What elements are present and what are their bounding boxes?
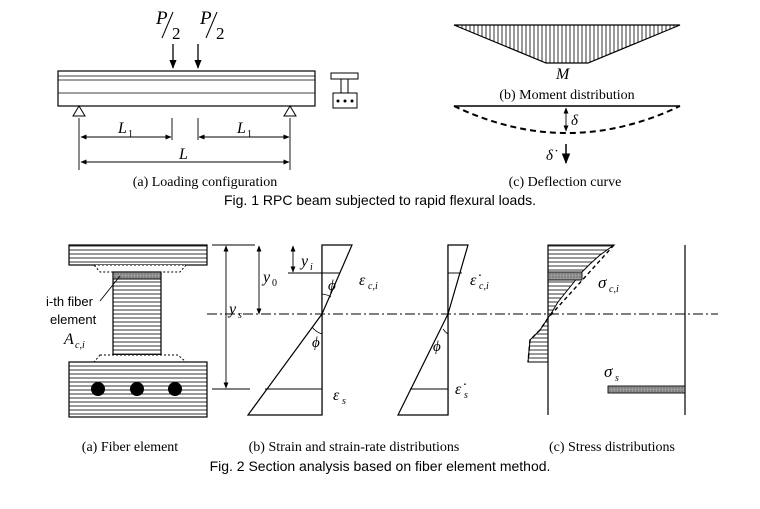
stress-tension-curve: [527, 317, 549, 363]
label-m: M: [555, 66, 571, 83]
caption-1c: (c) Deflection curve: [509, 175, 622, 190]
label-y0-sub: 0: [272, 278, 277, 289]
fig2-stress-distributions: σ c,i σ s (c) Stress distributions: [527, 244, 686, 455]
label-l1-left-sub: 1: [128, 129, 133, 140]
label-ys: y: [227, 301, 237, 318]
web: [112, 271, 162, 356]
fig1-moment-distribution: M (b) Moment distribution: [453, 24, 681, 103]
i-section-icon: [330, 72, 359, 109]
load-p-right: P: [199, 8, 212, 29]
fig1-deflection-curve: δ δ̇ (c) Deflection curve: [453, 105, 681, 190]
label-area-sub: c,i: [75, 340, 85, 351]
label-sigma-ci-sub: c,i: [609, 284, 619, 295]
bottom-fillet: [92, 354, 188, 363]
label-l1-right-sub: 1: [247, 129, 252, 140]
highlighted-fiber: [112, 271, 162, 280]
stress-compression-curve: [547, 244, 615, 319]
load-2-right: 2: [216, 24, 225, 43]
strain-rate-compression: [447, 244, 469, 315]
strain-tension: [246, 312, 323, 416]
load-fraction-bar-left: [161, 11, 174, 39]
label-epsdot-ci: ε̇: [470, 272, 481, 289]
stress-tension-block: [527, 316, 549, 363]
rebar-2: [130, 382, 144, 396]
label-delta-dot: δ̇: [546, 148, 558, 164]
moment-diagram: [453, 24, 681, 64]
label-l1-right: L: [236, 120, 246, 137]
label-sigma-ci: σ: [598, 273, 607, 292]
caption-1a: (a) Loading configuration: [133, 175, 278, 190]
label-phi-bottom: ϕ: [312, 335, 320, 351]
fig2-fiber-element: i-th fiber element A c,i (a) Fiber eleme…: [46, 244, 208, 455]
label-phi-rate: ϕ: [433, 339, 441, 355]
rebar-1: [91, 382, 105, 396]
label-eps-s-sub: s: [342, 396, 346, 407]
label-epsdot-s: ε̇: [455, 381, 466, 398]
label-yi: y: [299, 253, 309, 270]
label-area: A: [63, 331, 74, 348]
strain-compression: [321, 244, 353, 315]
deflected-shape: [453, 105, 681, 134]
label-eps-ci-sub: c,i: [368, 281, 378, 292]
fig1-loading-configuration: P 2 P 2: [57, 8, 359, 190]
top-fillet: [92, 264, 188, 273]
load-fraction-bar-right: [205, 11, 218, 39]
load-p-left: P: [155, 8, 168, 29]
label-delta: δ: [571, 113, 579, 129]
label-epsdot-ci-sub: c,i: [479, 281, 489, 292]
label-epsdot-s-sub: s: [464, 390, 468, 401]
stress-compression-block: [547, 244, 616, 320]
label-y0: y: [261, 269, 271, 286]
label-element: element: [50, 312, 97, 327]
stress-fiber-highlight: [547, 271, 583, 281]
caption-1b: (b) Moment distribution: [499, 88, 634, 103]
label-eps-ci: ε: [359, 272, 366, 289]
caption-2c: (c) Stress distributions: [549, 440, 675, 455]
label-phi-top: ϕ: [328, 278, 336, 294]
label-yi-sub: i: [310, 262, 313, 273]
fig1-caption: Fig. 1 RPC beam subjected to rapid flexu…: [224, 192, 536, 208]
rebar-3: [168, 382, 182, 396]
fig2-strain-distributions: y i y 0 y s ϕ ϕ ε c,i ε s ϕ ε̇ c,i ε̇ s …: [212, 244, 489, 455]
label-l1-left: L: [117, 120, 127, 137]
leader-fiber: [99, 275, 121, 302]
support-left: [72, 105, 86, 117]
caption-2b: (b) Strain and strain-rate distributions: [249, 440, 460, 455]
beam: [57, 70, 316, 107]
strain-rate-tension: [397, 313, 449, 416]
load-2-left: 2: [172, 24, 181, 43]
support-right: [283, 105, 297, 117]
label-ith-fiber: i-th fiber: [46, 294, 94, 309]
fig2-caption: Fig. 2 Section analysis based on fiber e…: [210, 458, 551, 474]
top-flange: [68, 244, 208, 266]
label-sigma-s-sub: s: [615, 373, 619, 384]
steel-stress-bar: [607, 385, 686, 394]
label-l-total: L: [178, 146, 188, 163]
label-sigma-s: σ: [604, 362, 613, 381]
label-ys-sub: s: [238, 310, 242, 321]
caption-2a: (a) Fiber element: [82, 440, 179, 455]
label-eps-s: ε: [333, 387, 340, 404]
